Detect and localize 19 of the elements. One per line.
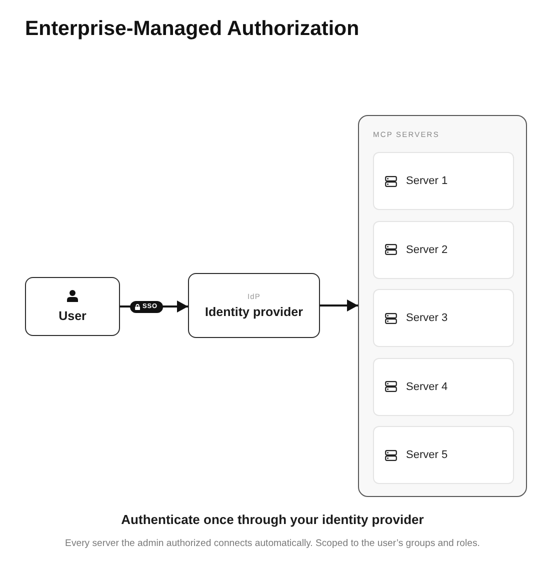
node-label: User [58, 308, 86, 324]
node-box [25, 277, 120, 336]
server-label: Server 4 [406, 380, 448, 392]
diagram-title: Enterprise-Managed Authorization [25, 17, 360, 41]
server-label: Server 3 [406, 312, 448, 324]
server-label: Server 5 [406, 449, 448, 461]
caption-heading: Authenticate once through your identity provider [120, 512, 425, 527]
node-box [188, 273, 320, 338]
caption-note: Every server the admin authorized connects automatically. Scoped to the user’s groups and roles. [64, 538, 481, 549]
server-box [373, 152, 514, 210]
arrow [320, 300, 358, 312]
group-panel [358, 115, 527, 497]
server-box [373, 220, 514, 278]
server-label: Server 1 [406, 175, 448, 187]
server-label: Server 2 [406, 244, 448, 256]
server-box [373, 358, 514, 416]
server-box [373, 289, 514, 347]
node-label: Identity provider [205, 304, 303, 320]
server-box [373, 426, 514, 484]
